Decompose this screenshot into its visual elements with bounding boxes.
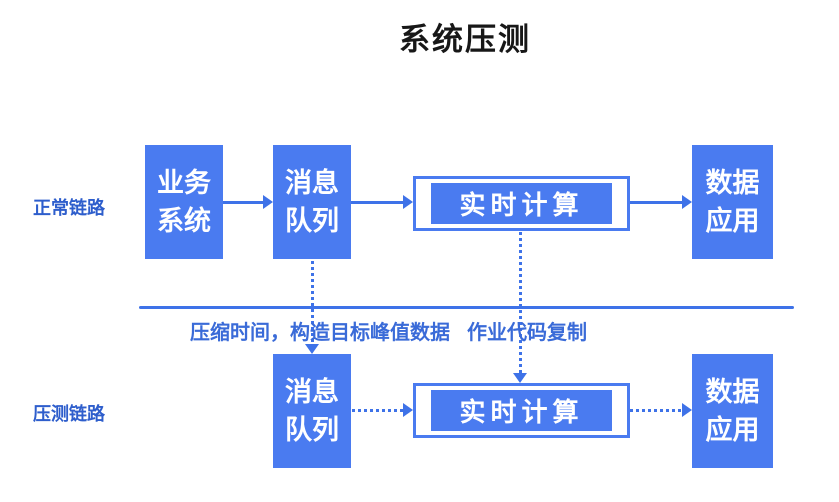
node-data-app-bottom: 数据 应用	[692, 354, 773, 468]
annotation-peak-data: 压缩时间，构造目标峰值数据	[190, 322, 450, 344]
node-label-line: 数据	[705, 377, 760, 407]
node-realtime-compute-top: 实时计算	[431, 183, 612, 224]
arrow-clone-job-down	[513, 232, 527, 383]
arrow-line	[351, 200, 404, 204]
arrow-compute-to-dataapp-top	[630, 195, 692, 209]
node-label: 实时计算	[459, 397, 584, 427]
node-label-line: 队列	[285, 206, 339, 236]
section-divider-line	[139, 306, 794, 309]
node-realtime-compute-bottom-frame: 实时计算	[413, 383, 630, 438]
node-label-line: 应用	[705, 415, 760, 445]
node-data-app-top: 数据 应用	[692, 145, 773, 259]
node-label-line: 队列	[285, 415, 339, 445]
arrow-compute-to-dataapp-bottom	[630, 403, 692, 417]
node-label: 实时计算	[459, 190, 584, 220]
arrow-head-icon	[682, 195, 692, 209]
arrow-line	[630, 408, 683, 412]
node-label-line: 系统	[157, 206, 211, 236]
arrow-clone-queue-down	[305, 261, 319, 354]
annotation-job-code-copy: 作业代码复制	[467, 322, 587, 344]
arrow-head-icon	[305, 344, 319, 354]
arrow-head-icon	[403, 403, 413, 417]
node-label-line: 数据	[705, 168, 760, 198]
arrow-head-icon	[403, 195, 413, 209]
node-message-queue-bottom: 消息 队列	[273, 354, 351, 468]
node-realtime-compute-top-frame: 实时计算	[413, 176, 630, 231]
arrow-line	[310, 261, 314, 345]
node-label-line: 消息	[285, 168, 339, 198]
row-label-normal-link: 正常链路	[33, 198, 105, 218]
node-business-system: 业务 系统	[145, 145, 223, 259]
arrow-line	[630, 200, 683, 204]
arrow-line	[518, 232, 522, 374]
row-label-stress-link: 压测链路	[33, 404, 105, 424]
arrow-line	[352, 408, 404, 412]
diagram-title: 系统压测	[399, 22, 531, 57]
node-label-line: 消息	[285, 377, 339, 407]
arrow-queue-to-compute-bottom	[352, 403, 413, 417]
node-message-queue-top: 消息 队列	[273, 145, 351, 259]
arrow-head-icon	[263, 195, 273, 209]
arrow-business-to-queue	[223, 195, 273, 209]
node-label-line: 应用	[705, 206, 760, 236]
arrow-head-icon	[513, 373, 527, 383]
node-realtime-compute-bottom: 实时计算	[431, 390, 612, 431]
arrow-queue-to-compute-top	[351, 195, 413, 209]
node-label-line: 业务	[157, 168, 211, 198]
arrow-head-icon	[682, 403, 692, 417]
arrow-line	[223, 200, 264, 204]
